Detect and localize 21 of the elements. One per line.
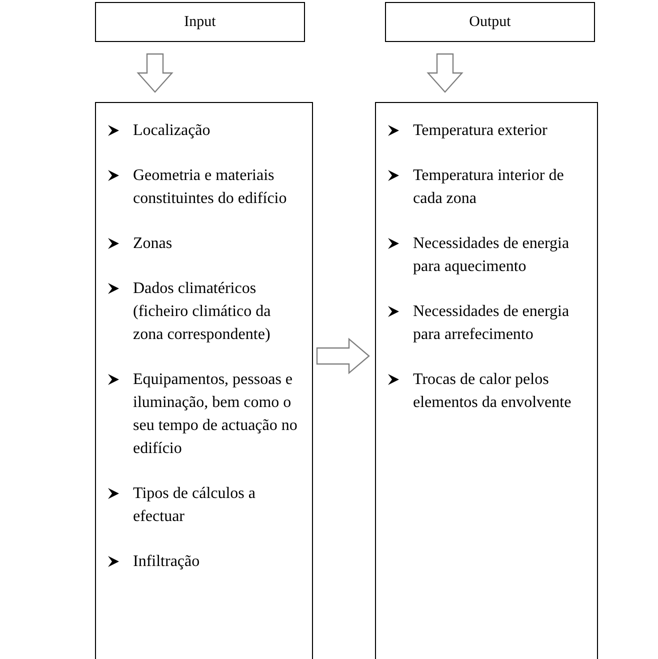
block-arrow <box>316 338 370 374</box>
list-box <box>95 102 313 659</box>
list-item: Necessidades de energia para aquecimento <box>413 234 570 277</box>
list-box <box>375 102 598 659</box>
input-output-box <box>385 2 595 42</box>
list-item: Trocas de calor pelos elementos da envolvente <box>413 370 572 413</box>
block-arrow <box>136 53 174 93</box>
list-item: Temperatura exterior <box>413 121 548 141</box>
input-output-box <box>95 2 305 42</box>
list-item: Geometria e materiais constituintes do edifício <box>133 166 288 209</box>
list-item: Tipos de cálculos a efectuar <box>133 484 257 527</box>
box-title: Input <box>184 14 216 30</box>
list-item: Necessidades de energia para arrefecimento <box>413 302 570 345</box>
box-title: Output <box>469 14 511 30</box>
list-item: Zonas <box>133 234 172 254</box>
list-item: Dados climatéricos (ficheiro climático da zona correspondente) <box>133 279 272 345</box>
list-item: Equipamentos, pessoas e iluminação, bem como o seu tempo de actuação no edifício <box>133 370 298 459</box>
list-item: Temperatura interior de cada zona <box>413 166 565 209</box>
list-item: Localização <box>133 121 210 141</box>
list-item: Infiltração <box>133 552 200 572</box>
block-arrow <box>426 53 464 93</box>
